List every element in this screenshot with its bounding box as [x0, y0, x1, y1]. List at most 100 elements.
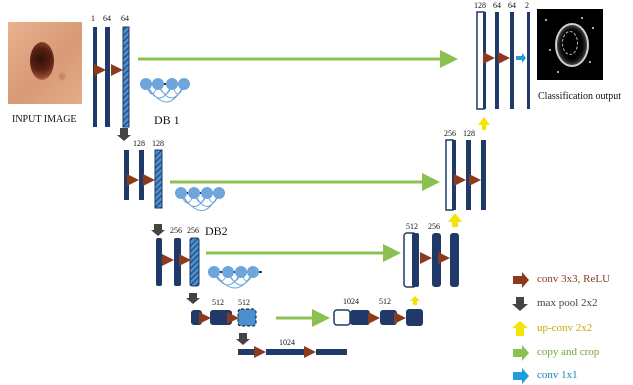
feature-map-block: [350, 310, 370, 325]
dense-node: [178, 78, 190, 90]
channel-label: 64: [121, 14, 129, 23]
arrow-right-icon: [513, 345, 529, 361]
max-pool-arrow: [151, 224, 165, 236]
dense-node: [152, 78, 164, 90]
max-pool-arrow: [117, 128, 131, 141]
legend-conv1x1-label: conv 1x1: [537, 369, 578, 381]
feature-map-block-hatched: [123, 27, 129, 127]
feature-map-block: [93, 27, 97, 127]
feature-map-block: [481, 140, 486, 210]
segmentation-inner: [562, 31, 578, 55]
legend-maxpool-label: max pool 2x2: [537, 297, 598, 309]
channel-label: 64: [103, 14, 111, 23]
channel-label: 1: [91, 14, 95, 23]
feature-map-block: [380, 310, 397, 325]
feature-map-block: [412, 233, 419, 287]
max-pool-arrow: [186, 293, 200, 304]
arrow-down-icon: [512, 297, 528, 311]
legend-conv-label: conv 3x3, ReLU: [537, 273, 610, 285]
dense-node: [188, 187, 200, 199]
channel-label: 256: [170, 226, 182, 235]
feature-map-block: [238, 349, 254, 355]
input-image: [8, 22, 82, 104]
channel-label: 2: [525, 1, 529, 10]
noise-speck: [589, 61, 591, 63]
channel-label: 512: [238, 298, 250, 307]
channel-label: 512: [212, 298, 224, 307]
feature-map-block-hatched: [155, 150, 162, 208]
feature-map-block: [316, 349, 347, 355]
dense-node: [166, 78, 178, 90]
dense-node: [247, 266, 259, 278]
output-image-label: Classification output: [538, 91, 621, 102]
dense-block-3: [208, 266, 262, 288]
dense-node: [222, 266, 234, 278]
up-conv-arrow: [448, 213, 462, 227]
feature-map-block-copied: [446, 140, 453, 210]
feature-map-block: [466, 140, 471, 210]
feature-map-block: [156, 238, 162, 286]
feature-map-block: [105, 27, 110, 127]
lesion-shape: [30, 42, 54, 80]
arrow-right-icon: [513, 368, 529, 384]
encoder-level-1: [93, 27, 131, 141]
dense-node: [208, 266, 220, 278]
max-pool-arrow: [236, 333, 250, 345]
dense-node: [213, 187, 225, 199]
feature-map-block-copied: [334, 310, 350, 325]
noise-speck: [545, 19, 547, 21]
channel-label: 128: [152, 139, 164, 148]
dense-block-1: [140, 78, 190, 102]
noise-speck: [581, 17, 583, 19]
channel-label: 256: [428, 222, 440, 231]
feature-map-block: [124, 150, 129, 200]
encoder-level-3: [156, 238, 200, 304]
noise-speck: [557, 71, 559, 73]
channel-label: 128: [474, 1, 486, 10]
encoder-level-2: [124, 150, 165, 236]
feature-map-block: [139, 150, 144, 200]
feature-map-block: [266, 349, 306, 355]
feature-map-block: [450, 233, 459, 287]
lesion-spot: [58, 72, 66, 81]
channel-label: 64: [493, 1, 501, 10]
feature-map-block-copied: [477, 12, 484, 109]
legend-icons: [512, 272, 529, 384]
input-image-label: INPUT IMAGE: [12, 114, 77, 125]
feature-map-block: [495, 12, 499, 109]
channel-label: 512: [379, 297, 391, 306]
decoder-level-1: [477, 12, 530, 109]
feature-map-block: [406, 309, 423, 326]
dense-block-2-label: DB2: [205, 224, 228, 239]
feature-map-block: [210, 310, 232, 325]
dense-node: [140, 78, 152, 90]
channel-label: 128: [463, 129, 475, 138]
dense-block-1-label: DB 1: [154, 113, 180, 128]
channel-label: 1024: [343, 297, 359, 306]
feature-map-block: [510, 12, 514, 109]
channel-label: 64: [508, 1, 516, 10]
feature-map-block: [452, 140, 456, 210]
channel-label: 512: [406, 222, 418, 231]
up-conv-arrow: [478, 117, 490, 130]
feature-map-block: [174, 238, 181, 286]
feature-map-block: [527, 12, 530, 109]
output-image: [537, 9, 603, 80]
dense-block-2: [175, 187, 225, 211]
feature-map-block-hatched: [190, 238, 199, 286]
encoder-level-4: [191, 309, 256, 345]
arrow-right-icon: [513, 272, 529, 288]
channel-label: 256: [444, 129, 456, 138]
dense-node: [235, 266, 247, 278]
legend-copy-label: copy and crop: [537, 346, 599, 358]
channel-label: 256: [187, 226, 199, 235]
dense-node: [201, 187, 213, 199]
bottleneck: [238, 349, 347, 355]
feature-map-block: [432, 233, 441, 287]
up-conv-arrow: [410, 296, 420, 305]
noise-speck: [592, 27, 594, 29]
feature-map-block-dashed: [238, 309, 256, 326]
dense-node: [175, 187, 187, 199]
noise-speck: [549, 49, 551, 51]
feature-map-block: [483, 12, 486, 109]
